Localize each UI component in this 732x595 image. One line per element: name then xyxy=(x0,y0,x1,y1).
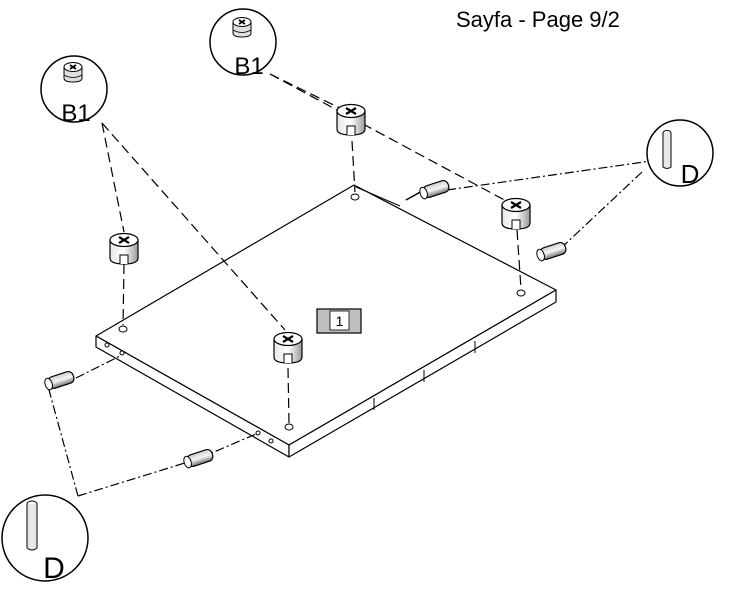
callout-b1-top: B1 xyxy=(209,8,277,80)
panel-holes xyxy=(104,193,526,444)
dowel-icon xyxy=(662,130,672,169)
callout-d-left: D xyxy=(1,494,89,585)
part-number-label: 1 xyxy=(336,313,344,329)
dowel xyxy=(536,241,567,262)
callout-b1-left: B1 xyxy=(40,55,108,127)
callout-id-label: D xyxy=(681,159,700,189)
dowel-icon xyxy=(26,500,38,551)
dowel-hole xyxy=(104,342,110,348)
callout-d-right: D xyxy=(646,119,714,189)
cam-lock xyxy=(501,197,531,230)
page-number-label: Sayfa - Page 9/2 xyxy=(456,7,620,32)
cam-lock-icon xyxy=(63,62,83,83)
dowel-hole xyxy=(255,430,261,436)
callout-id-label: B1 xyxy=(234,53,263,80)
callout-id-label: D xyxy=(43,552,65,585)
cam-hole xyxy=(284,423,294,431)
cam-hole xyxy=(516,289,526,297)
part-number-box: 1 xyxy=(316,308,362,334)
cam-lock-icon xyxy=(232,17,252,38)
dowel xyxy=(44,370,75,391)
cam-lock xyxy=(273,331,303,364)
dowel-hole xyxy=(268,438,274,444)
cam-lock xyxy=(109,232,139,265)
dowel-guide-lines xyxy=(48,160,652,497)
callout-id-label: B1 xyxy=(61,100,90,127)
cam-lock xyxy=(336,103,366,136)
cam-hole xyxy=(350,193,360,201)
cam-hole xyxy=(118,325,128,333)
dowel-hole xyxy=(119,350,125,356)
dowel xyxy=(419,179,450,200)
panel-right-edge xyxy=(288,289,557,458)
dowel xyxy=(183,448,214,469)
cam-lock-guide-lines xyxy=(101,73,522,424)
